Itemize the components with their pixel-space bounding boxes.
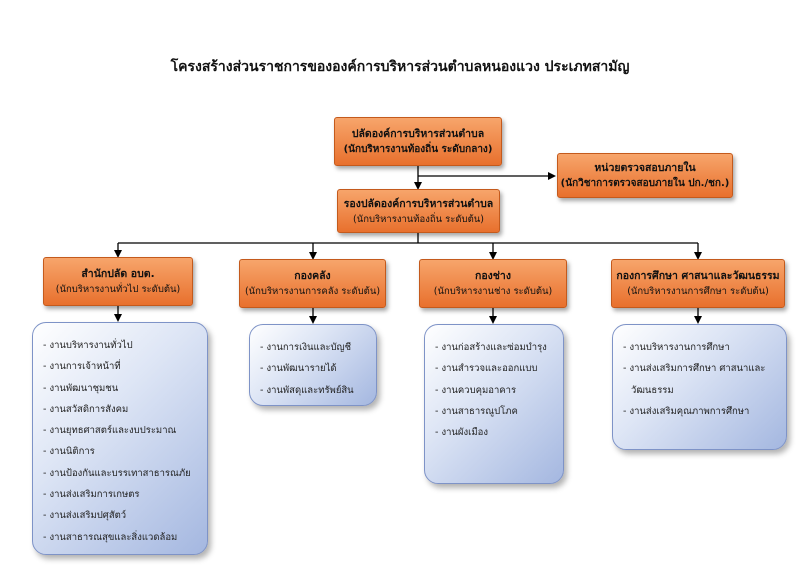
deputy-box: รองปลัดองค์การบริหารส่วนตำบล (นักบริหารง… [337, 189, 500, 233]
task-item: - งานการเจ้าหน้าที่ [43, 361, 121, 373]
division-rank: (นักบริหารงานการศึกษา ระดับต้น) [627, 286, 769, 297]
chief-title: ปลัดองค์การบริหารส่วนตำบล [351, 128, 485, 140]
task-item: วัฒนธรรม [631, 384, 674, 396]
division-box-engineering: กองช่าง (นักบริหารงานช่าง ระดับต้น) [419, 259, 567, 308]
task-item: - งานพัฒนาชุมชน [43, 382, 119, 394]
page-title: โครงสร้างส่วนราชการขององค์การบริหารส่วนต… [170, 59, 630, 75]
task-item: - งานบริหารงานการศึกษา [623, 342, 730, 353]
division-name: กองคลัง [294, 270, 331, 282]
chief-rank: (นักบริหารงานท้องถิ่น ระดับกลาง) [343, 144, 493, 155]
task-item: - งานผังเมือง [435, 427, 488, 439]
task-item: - งานก่อสร้างและซ่อมบำรุง [435, 342, 547, 353]
task-item: - งานสวัสดิการสังคม [43, 403, 129, 415]
task-item: - งานพัฒนารายได้ [260, 363, 337, 375]
deputy-rank: (นักบริหารงานท้องถิ่น ระดับต้น) [353, 213, 484, 225]
task-item: - งานพัสดุและทรัพย์สิน [260, 384, 354, 396]
task-item: - งานบริหารงานทั่วไป [43, 340, 133, 351]
task-item: - งานสำรวจและออกแบบ [435, 363, 538, 375]
tasks-box-finance: - งานการเงินและบัญชี - งานพัฒนารายได้ - … [249, 324, 377, 406]
task-item: - งานควบคุมอาคาร [435, 384, 517, 396]
task-item: - งานส่งเสริมการศึกษา ศาสนาและ [623, 363, 766, 375]
task-item: - งานสาธารณูปโภค [435, 405, 518, 417]
task-item: - งานป้องกันและบรรเทาสาธารณภัย [43, 467, 191, 479]
tasks-box-education: - งานบริหารงานการศึกษา - งานส่งเสริมการศ… [612, 324, 787, 450]
task-item: - งานการเงินและบัญชี [260, 342, 352, 353]
division-box-office: สำนักปลัด อบต. (นักบริหารงานทั่วไป ระดับ… [43, 257, 193, 306]
division-box-education: กองการศึกษา ศาสนาและวัฒนธรรม (นักบริหารง… [611, 259, 785, 308]
division-rank: (นักบริหารงานทั่วไป ระดับต้น) [55, 284, 181, 295]
division-rank: (นักบริหารงานช่าง ระดับต้น) [433, 286, 553, 297]
division-name: กองการศึกษา ศาสนาและวัฒนธรรม [616, 270, 780, 282]
task-item: - งานยุทธศาสตร์และงบประมาณ [43, 425, 177, 437]
tasks-box-engineering: - งานก่อสร้างและซ่อมบำรุง - งานสำรวจและอ… [424, 324, 564, 484]
chief-box: ปลัดองค์การบริหารส่วนตำบล (นักบริหารงานท… [334, 117, 502, 166]
task-item: - งานสาธารณสุขและสิ่งแวดล้อม [43, 531, 178, 543]
task-item: - งานส่งเสริมการเกษตร [43, 489, 140, 501]
audit-box: หน่วยตรวจสอบภายใน (นักวิชาการตรวจสอบภายใ… [557, 153, 733, 198]
audit-title: หน่วยตรวจสอบภายใน [594, 162, 696, 174]
task-item: - งานส่งเสริมปศุสัตว์ [43, 510, 127, 522]
task-item: - งานส่งเสริมคุณภาพการศึกษา [623, 405, 750, 417]
division-rank: (นักบริหารงานการคลัง ระดับต้น) [244, 286, 381, 297]
division-name: กองช่าง [475, 270, 511, 282]
division-box-finance: กองคลัง (นักบริหารงานการคลัง ระดับต้น) [239, 259, 386, 308]
audit-rank: (นักวิชาการตรวจสอบภายใน ปก./ชก.) [560, 178, 730, 189]
task-item: - งานนิติการ [43, 446, 95, 458]
deputy-title: รองปลัดองค์การบริหารส่วนตำบล [343, 197, 494, 210]
tasks-box-office: - งานบริหารงานทั่วไป - งานการเจ้าหน้าที่… [32, 322, 208, 555]
division-name: สำนักปลัด อบต. [81, 268, 155, 280]
